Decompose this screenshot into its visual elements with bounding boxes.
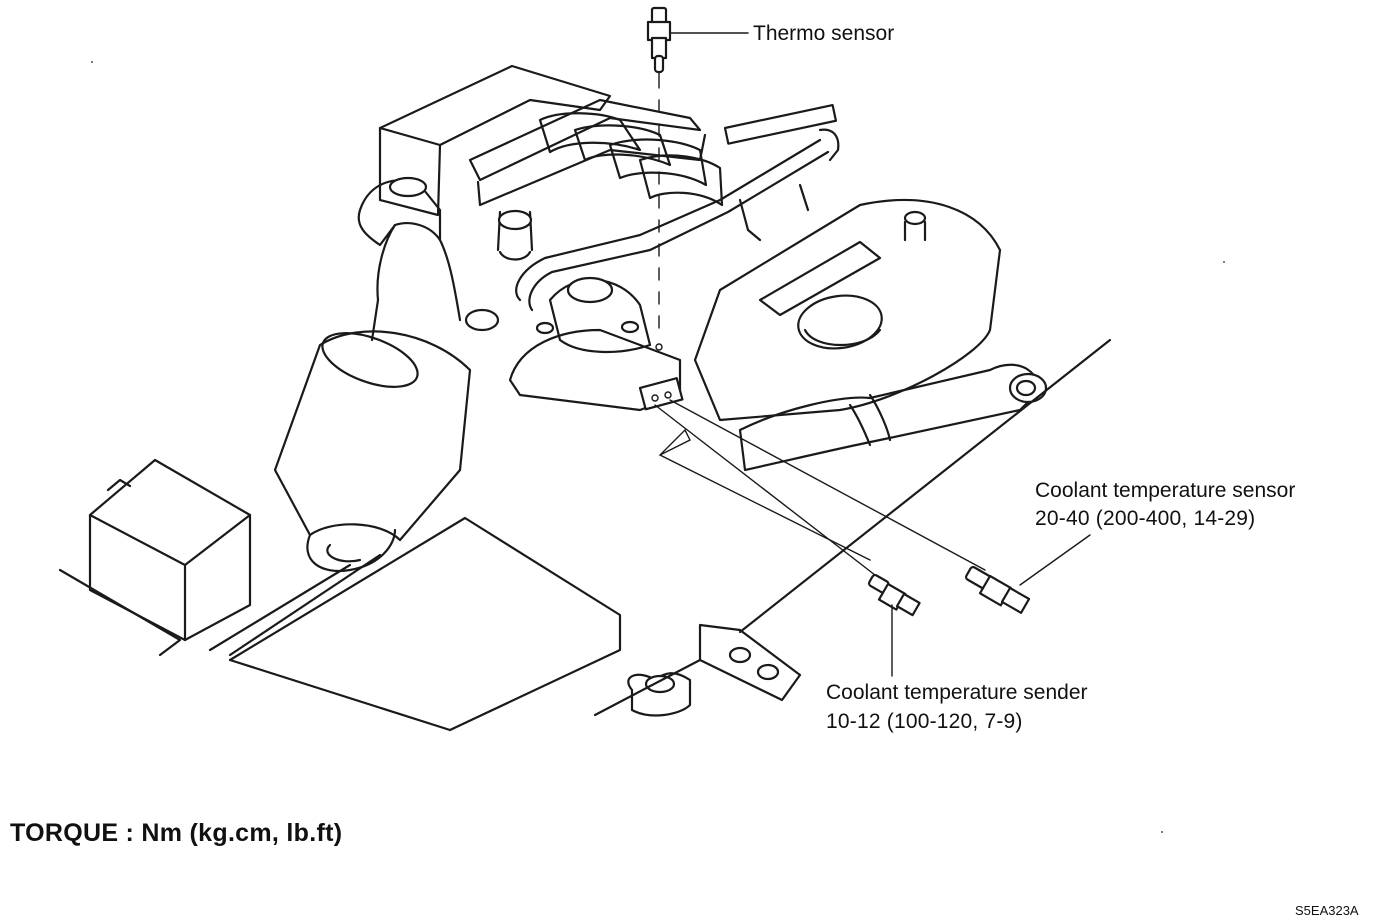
radiator-hose: [738, 338, 1112, 634]
thermo-sensor-label: Thermo sensor: [753, 22, 895, 45]
battery-box: [58, 458, 252, 657]
mount-bracket: [593, 623, 802, 717]
location-outline: [654, 399, 986, 576]
torque-units-legend: TORQUE : Nm (kg.cm, lb.ft): [10, 819, 343, 847]
figure-code: S5EA323A: [1295, 903, 1359, 918]
lower-panel: [228, 516, 622, 732]
upper-hose: [357, 176, 462, 342]
coolant-temperature-sender-torque: 10-12 (100-120, 7-9): [826, 710, 1023, 733]
intake-manifold: [378, 64, 724, 261]
coolant-temperature-sensor-torque: 20-40 (200-400, 14-29): [1035, 507, 1256, 530]
rocker-cover: [693, 198, 1002, 422]
scan-specks: [91, 61, 1225, 833]
thermostat-housing: [464, 276, 684, 412]
coolant-temperature-sender-label: Coolant temperature sender: [826, 681, 1088, 704]
coolant-temp-sensor-part: [964, 534, 1091, 614]
fuel-rail: [515, 104, 840, 312]
air-cleaner: [208, 330, 472, 657]
coolant-temperature-sensor-label: Coolant temperature sensor: [1035, 479, 1296, 502]
thermo-sensor-part: [646, 6, 749, 351]
coolant-temp-sender-part: [867, 573, 921, 677]
